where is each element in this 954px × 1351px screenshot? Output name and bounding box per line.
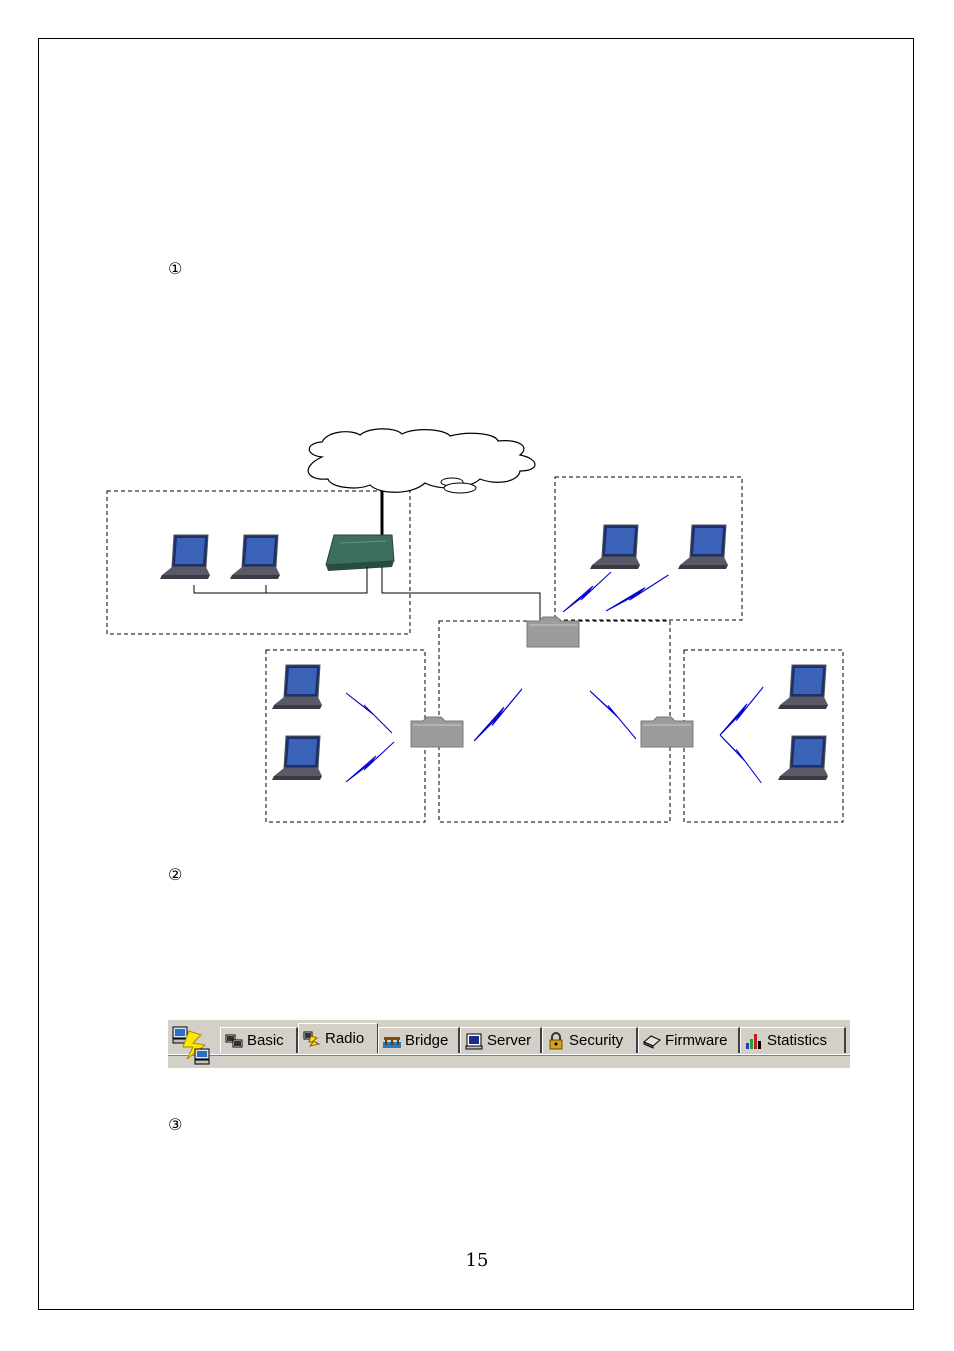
wireless-link-icon	[605, 574, 670, 612]
bridge-icon	[383, 1036, 401, 1048]
cloud-icon	[307, 428, 536, 494]
laptop-icon	[589, 524, 641, 570]
wireless-link-icon	[562, 571, 612, 613]
access-point-icon	[640, 716, 694, 748]
tab-statistics-label: Statistics	[767, 1032, 828, 1049]
access-point-icon	[526, 616, 580, 648]
wireless-link-icon	[345, 741, 395, 783]
access-point-icon	[410, 716, 464, 748]
tab-radio-label: Radio	[325, 1030, 365, 1047]
tab-server[interactable]: Server	[460, 1027, 542, 1053]
wireless-link-icon	[719, 734, 763, 784]
modem-icon	[325, 534, 395, 571]
tab-server-label: Server	[487, 1032, 532, 1049]
laptop-icon	[159, 534, 211, 580]
tab-firmware[interactable]: Firmware	[638, 1027, 740, 1053]
wireless-region-top	[554, 476, 743, 621]
wireless-link-icon	[345, 692, 393, 734]
page-frame	[38, 38, 914, 1310]
laptop-icon	[271, 664, 323, 710]
config-tab-bar: Basic Radio Bridge Server Security	[168, 1020, 850, 1068]
network-diagram	[106, 428, 844, 823]
laptop-icon	[229, 534, 281, 580]
chip-icon	[643, 1034, 661, 1049]
tab-firmware-label: Firmware	[665, 1032, 728, 1049]
wireless-link-icon	[589, 690, 637, 740]
basic-icon	[225, 1034, 243, 1047]
tab-radio[interactable]: Radio	[298, 1023, 378, 1053]
wireless-region-center	[438, 620, 671, 823]
lock-icon	[549, 1031, 563, 1049]
laptop-icon	[777, 664, 829, 710]
tab-security-label: Security	[569, 1032, 624, 1049]
tab-statistics[interactable]: Statistics	[740, 1027, 846, 1053]
section-marker-3: ③	[168, 1115, 183, 1134]
server-icon	[465, 1033, 483, 1049]
radio-icon	[303, 1031, 321, 1047]
laptop-icon	[271, 735, 323, 781]
lan-region	[106, 490, 411, 635]
laptop-icon	[677, 524, 729, 570]
section-marker-1: ①	[168, 259, 183, 278]
tab-basic-label: Basic	[247, 1032, 284, 1049]
laptop-icon	[777, 735, 829, 781]
tab-basic[interactable]: Basic	[220, 1027, 298, 1053]
tab-bridge[interactable]: Bridge	[378, 1027, 460, 1053]
page-number: 15	[465, 1250, 489, 1271]
network-computers-icon	[172, 1026, 210, 1065]
tab-security[interactable]: Security	[542, 1027, 638, 1053]
wireless-link-icon	[719, 686, 764, 736]
section-marker-2: ②	[168, 865, 183, 884]
wireless-link-icon	[473, 688, 523, 742]
tab-bridge-label: Bridge	[405, 1032, 449, 1049]
bar-chart-icon	[746, 1033, 761, 1049]
